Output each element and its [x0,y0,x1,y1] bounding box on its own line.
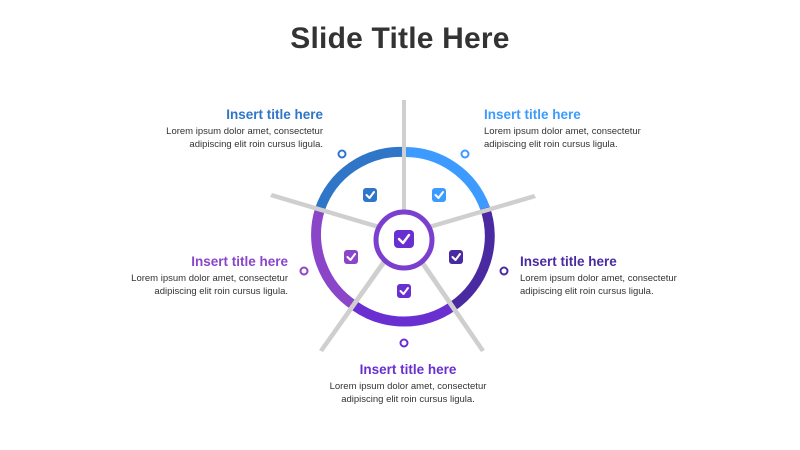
spoke-lower-right [414,252,485,352]
spokes [270,100,536,352]
spoke-lower-left [319,252,392,352]
ring-segment-left [311,208,358,311]
ring-icon [460,149,470,159]
spoke-top [402,100,406,215]
check-icon [397,284,411,298]
slide-title: Slide Title Here [290,22,510,55]
check-icon [449,250,463,264]
center-check-icon [394,230,414,248]
item-title: Insert title here [520,254,617,269]
ring-icon [337,149,347,159]
item-text: Lorem ipsum dolor amet, consectetur adip… [520,272,740,298]
check-icon [432,188,446,202]
item-title: Insert title here [359,362,457,377]
item-text-line: Lorem ipsum dolor amet, consectetur [166,126,323,137]
check-icon [363,188,377,202]
spoke-upper-left [270,193,390,232]
item-bottom: Insert title here Lorem ipsum dolor amet… [298,362,518,406]
item-text-line: adipiscing elit roin cursus ligula. [484,139,618,150]
ring-icon [399,338,409,348]
item-title: Insert title here [191,254,288,269]
item-top-left: Insert title here Lorem ipsum dolor amet… [103,107,323,151]
item-text-line: adipiscing elit roin cursus ligula. [520,286,654,297]
item-text-line: adipiscing elit roin cursus ligula. [341,394,475,405]
item-text-line: Lorem ipsum dolor amet, consectetur [131,273,288,284]
item-right: Insert title here Lorem ipsum dolor amet… [520,254,740,298]
item-text: Lorem ipsum dolor amet, consectetur adip… [484,125,704,151]
item-text-line: Lorem ipsum dolor amet, consectetur [520,273,677,284]
item-text-line: Lorem ipsum dolor amet, consectetur [329,381,487,392]
item-text-line: adipiscing elit roin cursus ligula. [189,139,323,150]
item-text-line: Lorem ipsum dolor amet, consectetur [484,126,641,137]
item-title: Insert title here [484,107,581,122]
ring-segment-top-left [315,146,405,212]
item-text: Lorem ipsum dolor amet, consectetur adip… [68,272,288,298]
ring-icon [299,266,309,276]
item-text: Lorem ipsum dolor amet, consectetur adip… [103,125,323,151]
spoke-upper-right [418,194,536,232]
item-title: Insert title here [226,107,323,122]
item-top-right: Insert title here Lorem ipsum dolor amet… [484,107,704,151]
check-icon [344,250,358,264]
ring-icon [499,266,509,276]
ring-segment-top-right [403,146,490,210]
item-left: Insert title here Lorem ipsum dolor amet… [68,254,288,298]
item-text: Lorem ipsum dolor amet, consectetur adip… [298,380,518,406]
ring-segment-bottom [352,301,456,327]
ring-segment-right [450,206,495,311]
item-text-line: adipiscing elit roin cursus ligula. [154,286,288,297]
